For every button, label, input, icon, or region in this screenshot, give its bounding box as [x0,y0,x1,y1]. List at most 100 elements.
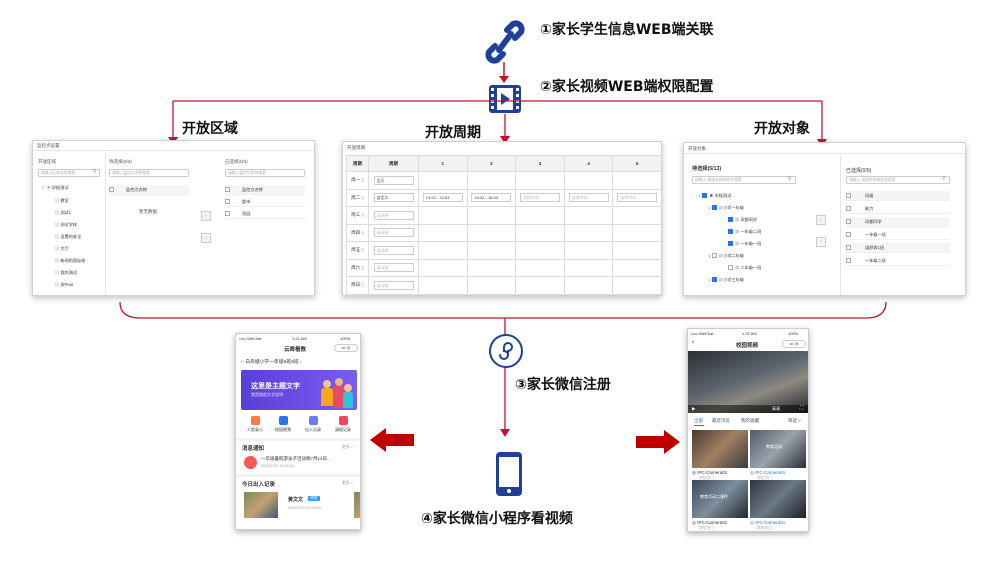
area-pending-search[interactable]: 请输入监控点名称搜索 [109,169,189,177]
area-tree-item[interactable]: ▤ 我的测试 [55,270,78,275]
back-icon[interactable]: ‹ [692,339,695,346]
area-tree-item[interactable]: ▤ 新闻的国际校 [55,258,86,263]
table-row: 周二 ▯ 自定义 14:53 - 15:53 16:53 - 18:53 选择时… [346,188,661,207]
calendar-icon: ▯ [361,212,364,218]
checkbox[interactable] [225,187,230,193]
target-tree-item[interactable]: ▦ 一年级二班 [728,228,761,236]
camera-card[interactable]: ◎ IPC-Camera01 学位大门 [750,480,806,531]
quick-face[interactable]: 人脸录入 [242,416,268,433]
time-range-input[interactable]: 选择时间 [568,193,609,203]
mode-select[interactable]: 请选择 [373,210,414,220]
checkbox[interactable] [225,211,230,217]
calendar-icon: ▯ [361,282,364,288]
target-search-input[interactable]: 请输入 班级名称或姓名搜索 [692,176,796,184]
checkbox[interactable] [846,206,851,212]
target-tree-root[interactable]: ∨ ◉ 学校测试 [698,193,732,199]
file-icon: ▤ [55,198,61,203]
transfer-right-button[interactable]: › [201,211,211,221]
quick-leave-record[interactable]: 请假记录 [330,416,356,433]
camera-card[interactable]: 教育活动二课件 ◎ IPC-Camera01 学位大门 [692,480,748,531]
notice-text[interactable]: 一年级暑假游泳子活动啊7月12日... [261,456,331,461]
quick-video[interactable]: 校园视频 [270,416,296,433]
area-tree-item[interactable]: ▤ 设置的安全 [55,234,82,239]
area-panel: 监控点设置 开放区域 请输入区域名称搜索 ⚲ ∨ ▣ 学校测试 ▤ 教室 ▤ 测… [32,140,315,296]
transfer-left-button[interactable]: ‹ [816,237,826,247]
area-tree-item[interactable]: ▤ 测试学校 [55,222,78,227]
time-range-input[interactable]: 选择时间 [519,193,560,203]
quality-label[interactable]: 高清 [772,406,780,411]
mode-select[interactable]: 全天 [373,175,414,185]
record-more-link[interactable]: 更多 > [342,481,353,485]
camera-card[interactable]: 教育培训 ◎ IPC-Camera01 学位大门 [750,430,806,481]
area-tree-item[interactable]: ▤ 测试1 [55,210,72,215]
area-tree-item[interactable]: ▤ 教室 [55,198,69,203]
weekday-cell: 周六 ▯ [346,258,369,277]
banner[interactable]: 这里是主题文字 我是副程文字说明 [241,370,357,410]
mode-select[interactable]: 请选择 [373,263,414,273]
checkbox[interactable] [846,232,851,238]
video-player[interactable]: ▶ 高清 ⛶ [688,351,808,413]
banner-subtitle: 我是副程文字说明 [251,392,283,397]
time-range-input[interactable]: 14:53 - 15:53 [422,193,463,203]
checkbox[interactable] [225,199,230,205]
checkbox[interactable] [728,241,733,247]
target-tree-item[interactable]: ∨ ◘ 小学三年级 [708,277,744,283]
target-tree-item[interactable]: ▦ 风都同学 [728,216,757,224]
quick-access-record[interactable]: 出入记录 [300,416,326,433]
camera-card[interactable]: ◎ IPC-Camera01 学位大门 [692,430,748,481]
tab-favorites[interactable]: 我的收藏 [741,418,759,423]
time-range-input[interactable]: 16:53 - 18:53 [471,193,512,203]
transfer-right-button[interactable]: › [816,215,826,225]
area-tree-item[interactable]: ▤ 大厅 [55,246,69,251]
mode-select[interactable]: 请选择 [373,245,414,255]
time-range-input[interactable]: 选择时间 [617,193,658,203]
area-tree-item[interactable]: ▤ 多Pour [55,282,74,287]
fullscreen-icon[interactable]: ⛶ [800,405,804,411]
notice-more-link[interactable]: 更多 > [342,445,353,449]
area-selected-search[interactable]: 请输入监控点名称搜索 [225,169,305,177]
target-selected-item[interactable]: 班级 [846,191,950,201]
target-selected-item[interactable]: 风都同学 [846,217,950,227]
target-tree-item[interactable]: ▦ 一年级一班 [728,240,761,248]
mode-select[interactable]: 自定义 [373,193,414,203]
more-capsule[interactable]: ••• ◎ [334,344,358,352]
checkbox[interactable] [846,193,851,199]
group-icon: ▦ [735,265,741,270]
area-tree-root[interactable]: ∨ ▣ 学校测试 [41,185,69,190]
checkbox[interactable] [846,245,851,251]
group-icon: ▦ [735,217,741,222]
checkbox[interactable] [712,205,718,211]
checkbox[interactable] [728,265,733,271]
area-search-input[interactable]: 请输入区域名称搜索 [38,169,100,177]
more-capsule[interactable]: ••• ◎ [782,340,806,348]
target-selected-item[interactable]: 组织收1班 [846,243,950,253]
checkbox[interactable] [728,229,733,235]
target-selected-item[interactable]: 一年级一班 [846,230,950,240]
notice-section-title: 消息通知 [242,446,265,452]
play-icon[interactable]: ▶ [692,406,696,411]
mode-select[interactable]: 请选择 [373,280,414,290]
weekday-cell: 周日 ▯ [346,276,369,295]
checkbox[interactable] [712,277,718,283]
school-selector[interactable]: ⌂ 白鸟塘小学一年级6班0班 › [241,360,302,365]
checkbox[interactable] [109,187,114,193]
checkbox[interactable] [846,219,851,225]
record-photo-next [354,492,360,518]
area-selected-item[interactable]: 超市 [225,197,305,207]
target-selected-item[interactable]: 一年级二班 [846,256,950,266]
filter-button[interactable]: 筛选 ˅ [788,418,801,423]
checkbox[interactable] [712,253,718,259]
checkbox[interactable] [702,193,708,199]
target-tree-item[interactable]: ▦ 二年级一班 [728,264,761,272]
checkbox[interactable] [728,217,733,223]
checkbox[interactable] [846,258,851,264]
tab-all[interactable]: 全部 [694,418,703,423]
tab-recent[interactable]: 最近浏览 [712,418,730,423]
target-tree-item[interactable]: ∨ ◘ 小学二年级 [708,253,744,259]
target-tree-item[interactable]: ∨ ◘ 小学一年级 [708,205,744,211]
area-selected-item[interactable]: 花园 [225,209,305,219]
transfer-left-button[interactable]: ‹ [201,233,211,243]
mode-select[interactable]: 请选择 [373,228,414,238]
target-selected-item[interactable]: 能力 [846,204,950,214]
target-selected-search[interactable]: 请输入 班级名称或姓名搜索 [846,176,950,184]
